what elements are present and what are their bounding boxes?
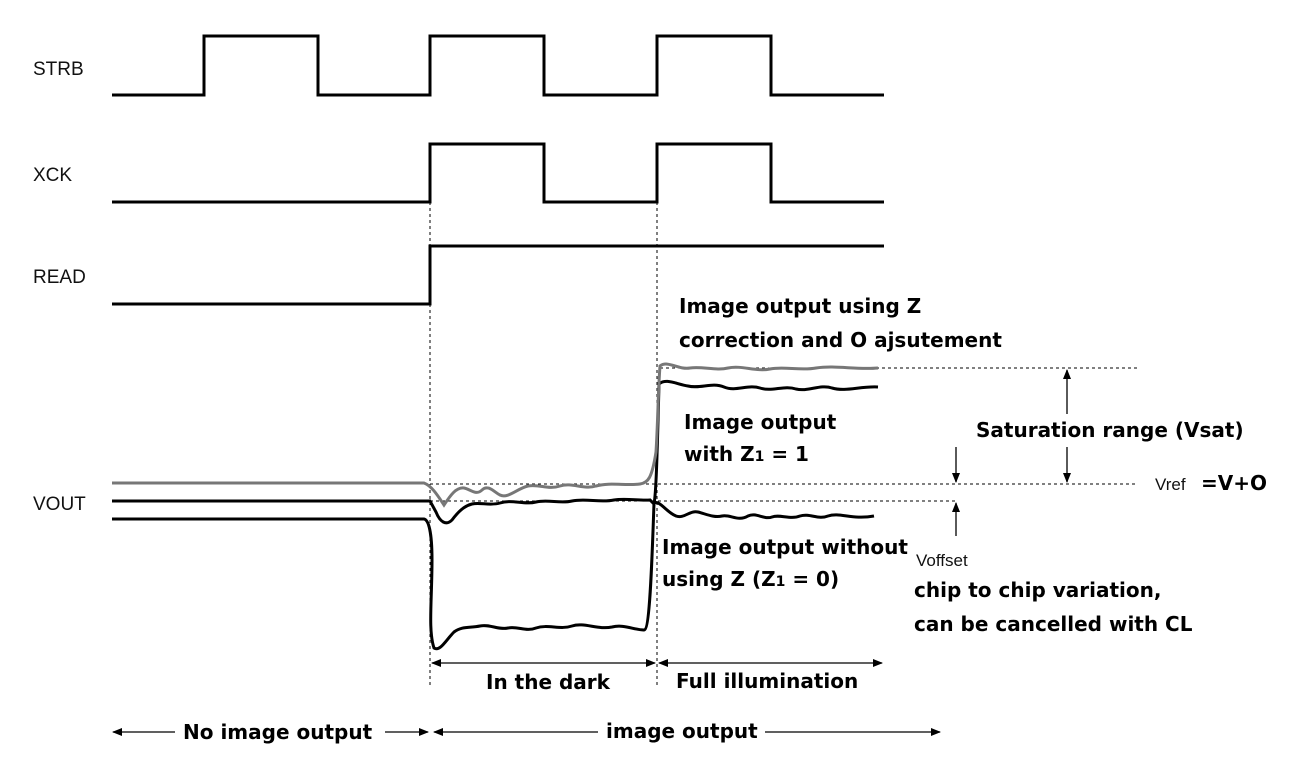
vout-label: VOUT [33, 494, 86, 515]
voffset-label: Voffset [916, 551, 968, 570]
noz-label-line2: using Z (Z1 = 0) [662, 567, 839, 591]
z-correction-label-line2: correction and O ajsutement [679, 328, 1002, 352]
chip-variation-line1: chip to chip variation, [914, 578, 1161, 602]
dark-period-label: In the dark [486, 670, 611, 694]
z1-label-line1: Image output [684, 410, 837, 434]
read-label: READ [33, 267, 86, 288]
noz-label-line1: Image output without [662, 535, 908, 559]
strb-waveform [112, 34, 884, 97]
saturation-range-label: Saturation range (Vsat) [976, 418, 1244, 442]
output-label: image output [606, 719, 758, 743]
vout-trace-no-z [112, 501, 875, 651]
strb-label: STRB [33, 59, 84, 80]
illumination-period-label: Full illumination [676, 669, 858, 693]
vref-value: =V+O [1201, 471, 1267, 495]
no-output-label: No image output [183, 720, 373, 744]
z1-label-line2: with Z1 = 1 [684, 442, 809, 466]
vout-trace-z-corrected [112, 362, 879, 508]
vref-label: Vref [1155, 475, 1186, 494]
xck-waveform [112, 142, 884, 204]
z-correction-label-line1: Image output using Z [679, 294, 921, 318]
chip-variation-line2: can be cancelled with CL [914, 612, 1193, 636]
xck-label: XCK [33, 165, 72, 186]
